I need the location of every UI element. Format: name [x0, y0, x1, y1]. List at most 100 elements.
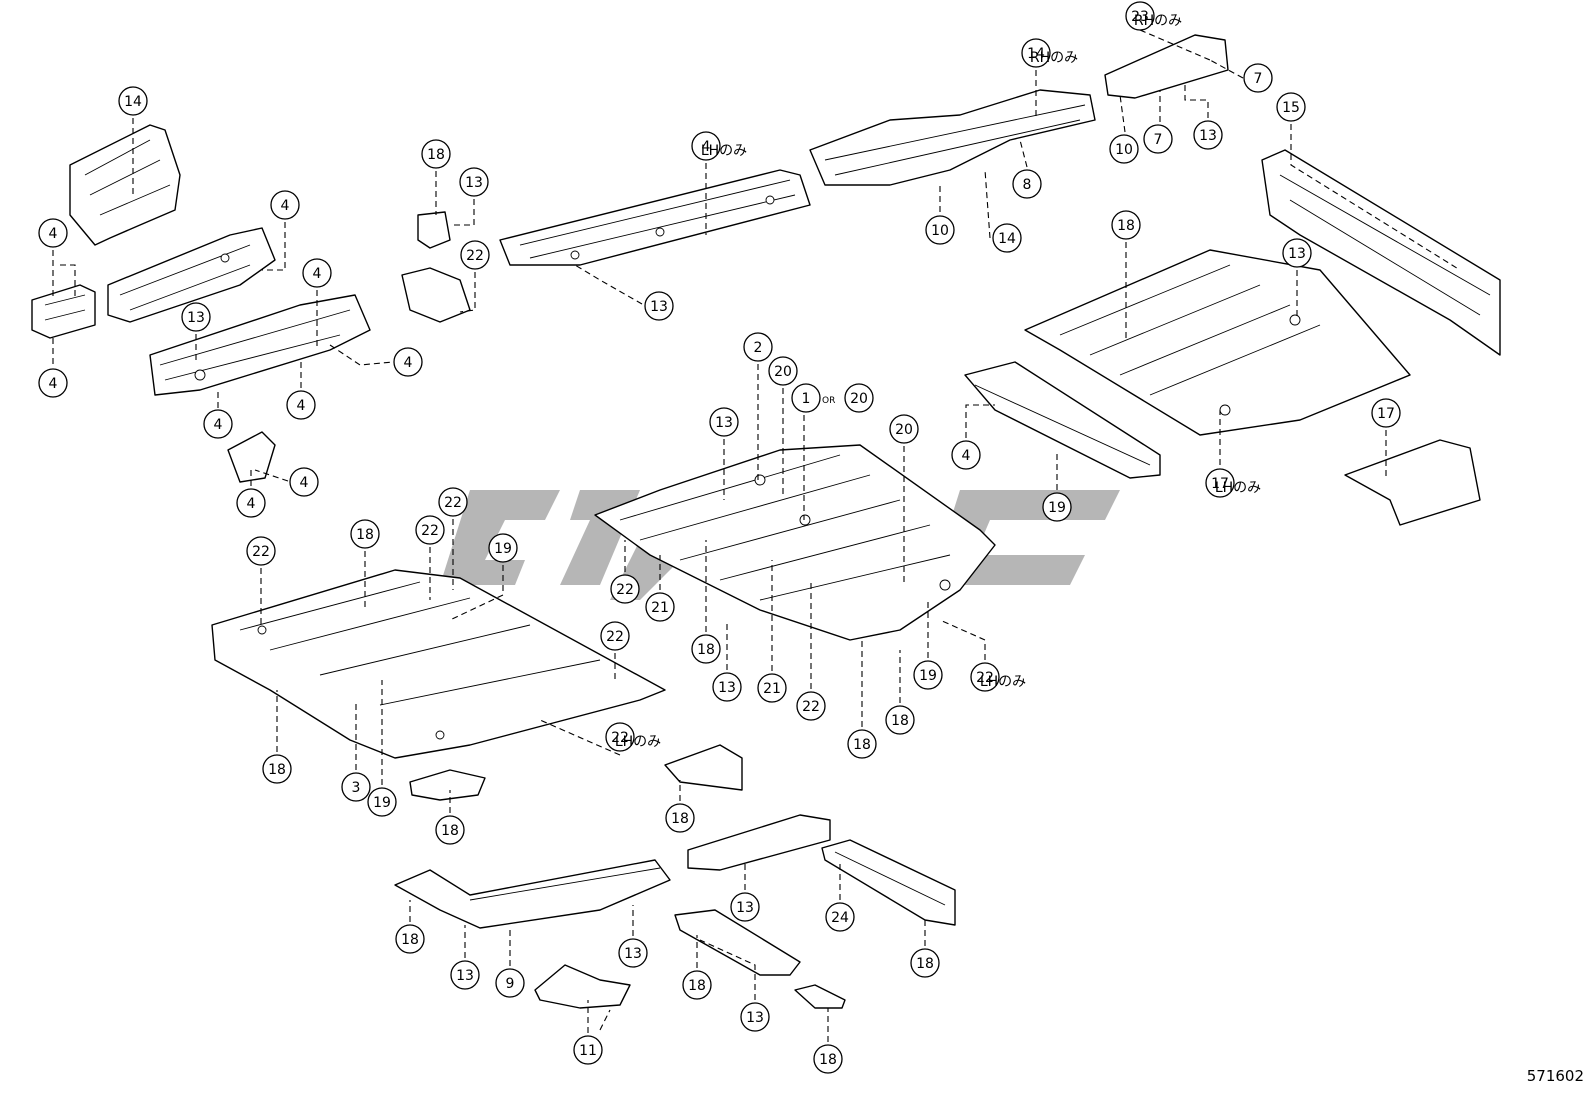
callout-circle [665, 803, 695, 833]
callout-circle [743, 332, 773, 362]
front-floor-pan-part [211, 569, 666, 759]
dash-panel-part [69, 124, 181, 246]
small-plate-part [794, 984, 846, 1009]
leader-lines [52, 29, 1461, 1042]
callout-4: 4 [302, 258, 332, 288]
callout-number: 22 [976, 670, 994, 686]
callout-circle [970, 662, 1000, 692]
callout-number: 17 [1377, 406, 1395, 422]
callout-13: 13 [644, 291, 674, 321]
callout-circle [605, 722, 635, 752]
callout-number: 18 [671, 811, 689, 827]
callout-circle [1042, 492, 1072, 522]
callout-number: 1 [802, 391, 811, 407]
rear-panel-part [1261, 149, 1501, 356]
callout-circle [730, 892, 760, 922]
callout-13: 13 [1193, 120, 1223, 150]
callout-1: 1 [791, 383, 821, 413]
callout-22: 22 [246, 536, 276, 566]
callout-note: LHのみ [615, 734, 661, 750]
callout-7: 7 [1143, 124, 1173, 154]
callout-10: 10 [1109, 134, 1139, 164]
callout-number: 18 [1117, 218, 1135, 234]
callout-number: 8 [1023, 177, 1032, 193]
callout-circle [682, 970, 712, 1000]
callout-circle [1276, 92, 1306, 122]
callout-number: 20 [895, 422, 913, 438]
callout-circle [350, 519, 380, 549]
callout-number: 13 [456, 968, 474, 984]
callout-number: 23 [1131, 9, 1149, 25]
callout-number: 21 [763, 681, 781, 697]
callout-19: 19 [913, 660, 943, 690]
callout-circle [1111, 210, 1141, 240]
callout-circle [712, 672, 742, 702]
rear-crossmember-part [964, 361, 1161, 479]
callout-20: 20 [844, 383, 874, 413]
callout-circle [709, 407, 739, 437]
callout-note: LHのみ [701, 143, 747, 159]
or-label: OR [822, 396, 835, 406]
callout-18: 18 [262, 754, 292, 784]
callout-number: 4 [300, 475, 309, 491]
callout-circle [825, 902, 855, 932]
callout-number: 19 [494, 541, 512, 557]
callout-number: 13 [715, 415, 733, 431]
callout-20: 20 [768, 356, 798, 386]
callout-circle [236, 488, 266, 518]
callout-number: 15 [1282, 100, 1300, 116]
callout-circle [495, 968, 525, 998]
callout-number: 14 [998, 231, 1016, 247]
callout-number: 22 [606, 629, 624, 645]
callout-circle [951, 440, 981, 470]
callout-4: 4 [38, 368, 68, 398]
callout-number: 7 [1254, 71, 1263, 87]
callout-4: 4 [951, 440, 981, 470]
callout-number: 4 [49, 376, 58, 392]
callout-number: 4 [702, 139, 711, 155]
callout-19: 19 [488, 533, 518, 563]
callout-4: 4 [236, 488, 266, 518]
callout-circle [740, 1002, 770, 1032]
callout-18: 18 [421, 139, 451, 169]
callout-note: RHのみ [1030, 50, 1078, 66]
callout-13: 13 [709, 407, 739, 437]
callout-4: 4 [203, 409, 233, 439]
callout-circle [644, 291, 674, 321]
callout-number: 21 [651, 600, 669, 616]
callout-circle [910, 948, 940, 978]
callout-number: 4 [297, 398, 306, 414]
callout-19: 19 [1042, 492, 1072, 522]
callout-number: 18 [891, 713, 909, 729]
callout-circle [415, 515, 445, 545]
callout-22: 22 [460, 240, 490, 270]
callout-number: 10 [1115, 142, 1133, 158]
callout-number: 18 [688, 978, 706, 994]
callout-number: 22 [616, 582, 634, 598]
callout-circle [118, 86, 148, 116]
callout-18: 18 [813, 1044, 843, 1074]
callout-number: 17 [1211, 476, 1229, 492]
callout-circle [341, 772, 371, 802]
callout-number: 14 [1027, 46, 1045, 62]
callout-4: 4 [286, 390, 316, 420]
callout-number: 13 [746, 1010, 764, 1026]
callout-number: 4 [313, 266, 322, 282]
callout-circle [367, 787, 397, 817]
callout-13: 13 [459, 167, 489, 197]
crossmember-18-part [664, 744, 743, 791]
callout-circle [438, 487, 468, 517]
callout-circle [262, 754, 292, 784]
callout-circle [203, 409, 233, 439]
callout-7: 7 [1243, 63, 1273, 93]
callout-circle [393, 347, 423, 377]
callout-circle [757, 673, 787, 703]
callout-number: 9 [506, 976, 515, 992]
callout-circle [460, 240, 490, 270]
callout-21: 21 [757, 673, 787, 703]
callout-24: 24 [825, 902, 855, 932]
callout-number: 20 [850, 391, 868, 407]
